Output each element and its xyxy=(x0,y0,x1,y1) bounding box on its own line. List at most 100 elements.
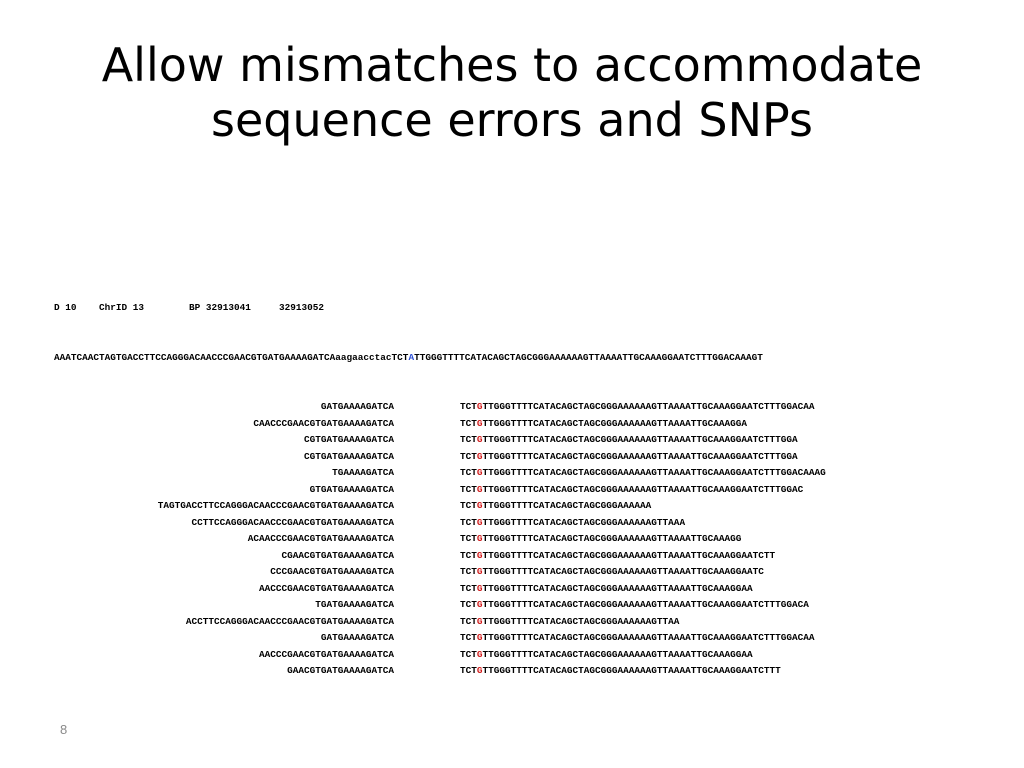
read-left-segment: GTGATGAAAAGATCA xyxy=(309,483,394,495)
read-right-segment: TCTGTTGGGTTTTCATACAGCTAGCGGGAAAAAAGTTAAA xyxy=(460,515,685,532)
read-snp-base: G xyxy=(476,665,483,676)
read-snp-base: G xyxy=(476,648,483,660)
read-left-segment: CCTTCCAGGGACAACCCGAACGTGATGAAAAGATCA xyxy=(191,516,394,528)
read-prefix: TCT xyxy=(460,615,477,627)
read-row: CCCGAACGTGATGAAAAGATCA TCTGTTGGGTTTTCATAC… xyxy=(54,564,964,581)
read-prefix: TCT xyxy=(460,483,477,495)
read-row: AACCCGAACGTGATGAAAAGATCA TCTGTTGGGTTTTCAT… xyxy=(54,581,964,598)
reference-prefix: AAATCAACTAGTGACCTTCCAGGGACAACCCGAACGTGAT… xyxy=(54,351,409,363)
read-suffix: TTGGGTTTTCATACAGCTAGCGGGAAAAAAGTTAAAATTG… xyxy=(482,549,776,561)
read-right-segment: TCTGTTGGGTTTTCATACAGCTAGCGGGAAAAAAGTTAAA… xyxy=(460,416,747,433)
read-row: GTGATGAAAAGATCA TCTGTTGGGTTTTCATACAGCTAGC… xyxy=(54,482,964,499)
read-left-segment: AACCCGAACGTGATGAAAAGATCA xyxy=(258,648,394,660)
read-snp-base: G xyxy=(476,599,483,610)
sequence-alignment: D 10 ChrID 13 BP 32913041 32913052 AAATC… xyxy=(54,267,964,696)
reference-suffix: TTGGGTTTTCATACAGCTAGCGGGAAAAAAGTTAAAATTG… xyxy=(414,351,763,363)
read-left-segment: GATGAAAAGATCA xyxy=(320,632,394,643)
read-row: AACCCGAACGTGATGAAAAGATCA TCTGTTGGGTTTTCAT… xyxy=(54,647,964,664)
read-snp-base: G xyxy=(476,615,483,627)
alignment-header: D 10 ChrID 13 BP 32913041 32913052 xyxy=(54,302,325,313)
read-right-segment: TCTGTTGGGTTTTCATACAGCTAGCGGGAAAAAAGTTAAA… xyxy=(460,399,814,416)
read-left-segment: AACCCGAACGTGATGAAAAGATCA xyxy=(258,582,394,594)
read-suffix: TTGGGTTTTCATACAGCTAGCGGGAAAAAAGTTAAAATTG… xyxy=(482,434,798,445)
read-snp-base: G xyxy=(476,417,483,429)
read-suffix: TTGGGTTTTCATACAGCTAGCGGGAAAAAAGTTAAAATTG… xyxy=(482,632,815,643)
read-left-segment: CGTGATGAAAAGATCA xyxy=(303,434,394,445)
read-prefix: TCT xyxy=(460,500,477,511)
read-left-segment: CAACCCGAACGTGATGAAAAGATCA xyxy=(253,417,394,429)
read-row: CCTTCCAGGGACAACCCGAACGTGATGAAAAGATCA TCTG… xyxy=(54,515,964,532)
read-suffix: TTGGGTTTTCATACAGCTAGCGGGAAAAAAGTTAAAATTG… xyxy=(482,417,747,429)
read-left-segment: ACCTTCCAGGGACAACCCGAACGTGATGAAAAGATCA xyxy=(185,615,394,627)
read-right-segment: TCTGTTGGGTTTTCATACAGCTAGCGGGAAAAAAGTTAAA… xyxy=(460,482,803,499)
read-suffix: TTGGGTTTTCATACAGCTAGCGGGAAAAAAGTTAA xyxy=(482,615,680,627)
read-left-segment: CCCGAACGTGATGAAAAGATCA xyxy=(270,566,394,577)
read-suffix: TTGGGTTTTCATACAGCTAGCGGGAAAAAAGTTAAAATTG… xyxy=(482,648,753,660)
read-prefix: TCT xyxy=(460,632,477,643)
page-number: 8 xyxy=(60,722,68,737)
read-left-segment: GAACGTGATGAAAAGATCA xyxy=(287,665,394,676)
read-row: CGAACGTGATGAAAAGATCA TCTGTTGGGTTTTCATACAG… xyxy=(54,548,964,565)
read-left-segment: TAGTGACCTTCCAGGGACAACCCGAACGTGATGAAAAGAT… xyxy=(157,500,394,511)
slide-title: Allow mismatches to accommodate sequence… xyxy=(0,38,1024,148)
read-suffix: TTGGGTTTTCATACAGCTAGCGGGAAAAAAGTTAAAATTG… xyxy=(482,599,809,610)
read-row: CGTGATGAAAAGATCA TCTGTTGGGTTTTCATACAGCTAG… xyxy=(54,449,964,466)
read-row: CAACCCGAACGTGATGAAAAGATCA TCTGTTGGGTTTTCA… xyxy=(54,416,964,433)
read-left-segment: CGAACGTGATGAAAAGATCA xyxy=(281,549,394,561)
read-snp-base: G xyxy=(476,582,483,594)
read-suffix: TTGGGTTTTCATACAGCTAGCGGGAAAAAAGTTAAAATTG… xyxy=(482,582,753,594)
read-prefix: TCT xyxy=(460,516,477,528)
read-snp-base: G xyxy=(476,467,483,478)
read-suffix: TTGGGTTTTCATACAGCTAGCGGGAAAAAAGTTAAAATTG… xyxy=(482,401,815,412)
slide-title-line-1: Allow mismatches to accommodate xyxy=(101,38,923,92)
read-snp-base: G xyxy=(476,566,483,577)
read-right-segment: TCTGTTGGGTTTTCATACAGCTAGCGGGAAAAAAGTTAAA… xyxy=(460,432,798,449)
read-prefix: TCT xyxy=(460,566,477,577)
read-left-segment: GATGAAAAGATCA xyxy=(320,401,394,412)
read-suffix: TTGGGTTTTCATACAGCTAGCGGGAAAAAAGTTAAA xyxy=(482,516,686,528)
read-right-segment: TCTGTTGGGTTTTCATACAGCTAGCGGGAAAAAAGTTAAA… xyxy=(460,581,753,598)
read-prefix: TCT xyxy=(460,467,477,478)
read-right-segment: TCTGTTGGGTTTTCATACAGCTAGCGGGAAAAAAGTTAAA… xyxy=(460,597,809,614)
read-snp-base: G xyxy=(476,500,483,511)
read-left-segment: ACAACCCGAACGTGATGAAAAGATCA xyxy=(247,533,394,544)
read-row: TGAAAAGATCA TCTGTTGGGTTTTCATACAGCTAGCGGGA… xyxy=(54,465,964,482)
read-right-segment: TCTGTTGGGTTTTCATACAGCTAGCGGGAAAAAAGTTAAA… xyxy=(460,630,814,647)
read-right-segment: TCTGTTGGGTTTTCATACAGCTAGCGGGAAAAAAGTTAAA… xyxy=(460,465,826,482)
read-prefix: TCT xyxy=(460,599,477,610)
read-right-segment: TCTGTTGGGTTTTCATACAGCTAGCGGGAAAAAAGTTAA xyxy=(460,614,679,631)
read-suffix: TTGGGTTTTCATACAGCTAGCGGGAAAAAA xyxy=(482,500,652,511)
read-snp-base: G xyxy=(476,450,483,462)
read-suffix: TTGGGTTTTCATACAGCTAGCGGGAAAAAAGTTAAAATTG… xyxy=(482,533,742,544)
read-row: GATGAAAAGATCA TCTGTTGGGTTTTCATACAGCTAGCGG… xyxy=(54,399,964,416)
read-snp-base: G xyxy=(476,434,483,445)
reference-snp-base: A xyxy=(408,351,415,363)
read-suffix: TTGGGTTTTCATACAGCTAGCGGGAAAAAAGTTAAAATTG… xyxy=(482,467,826,478)
read-prefix: TCT xyxy=(460,533,477,544)
read-prefix: TCT xyxy=(460,549,477,561)
read-prefix: TCT xyxy=(460,648,477,660)
read-snp-base: G xyxy=(476,483,483,495)
read-right-segment: TCTGTTGGGTTTTCATACAGCTAGCGGGAAAAAA xyxy=(460,498,651,515)
read-right-segment: TCTGTTGGGTTTTCATACAGCTAGCGGGAAAAAAGTTAAA… xyxy=(460,548,775,565)
read-left-segment: CGTGATGAAAAGATCA xyxy=(303,450,394,462)
read-prefix: TCT xyxy=(460,434,477,445)
read-snp-base: G xyxy=(476,533,483,544)
read-row: GATGAAAAGATCA TCTGTTGGGTTTTCATACAGCTAGCGG… xyxy=(54,630,964,647)
read-suffix: TTGGGTTTTCATACAGCTAGCGGGAAAAAAGTTAAAATTG… xyxy=(482,566,764,577)
read-suffix: TTGGGTTTTCATACAGCTAGCGGGAAAAAAGTTAAAATTG… xyxy=(482,483,804,495)
read-left-segment: TGAAAAGATCA xyxy=(332,467,394,478)
read-prefix: TCT xyxy=(460,401,477,412)
read-snp-base: G xyxy=(476,549,483,561)
read-right-segment: TCTGTTGGGTTTTCATACAGCTAGCGGGAAAAAAGTTAAA… xyxy=(460,449,798,466)
read-right-segment: TCTGTTGGGTTTTCATACAGCTAGCGGGAAAAAAGTTAAA… xyxy=(460,663,781,680)
read-snp-base: G xyxy=(476,401,483,412)
reference-sequence: AAATCAACTAGTGACCTTCCAGGGACAACCCGAACGTGAT… xyxy=(54,350,964,367)
read-snp-base: G xyxy=(476,516,483,528)
read-right-segment: TCTGTTGGGTTTTCATACAGCTAGCGGGAAAAAAGTTAAA… xyxy=(460,564,764,581)
read-prefix: TCT xyxy=(460,665,477,676)
read-suffix: TTGGGTTTTCATACAGCTAGCGGGAAAAAAGTTAAAATTG… xyxy=(482,665,781,676)
slide-title-line-2: sequence errors and SNPs xyxy=(211,93,813,147)
